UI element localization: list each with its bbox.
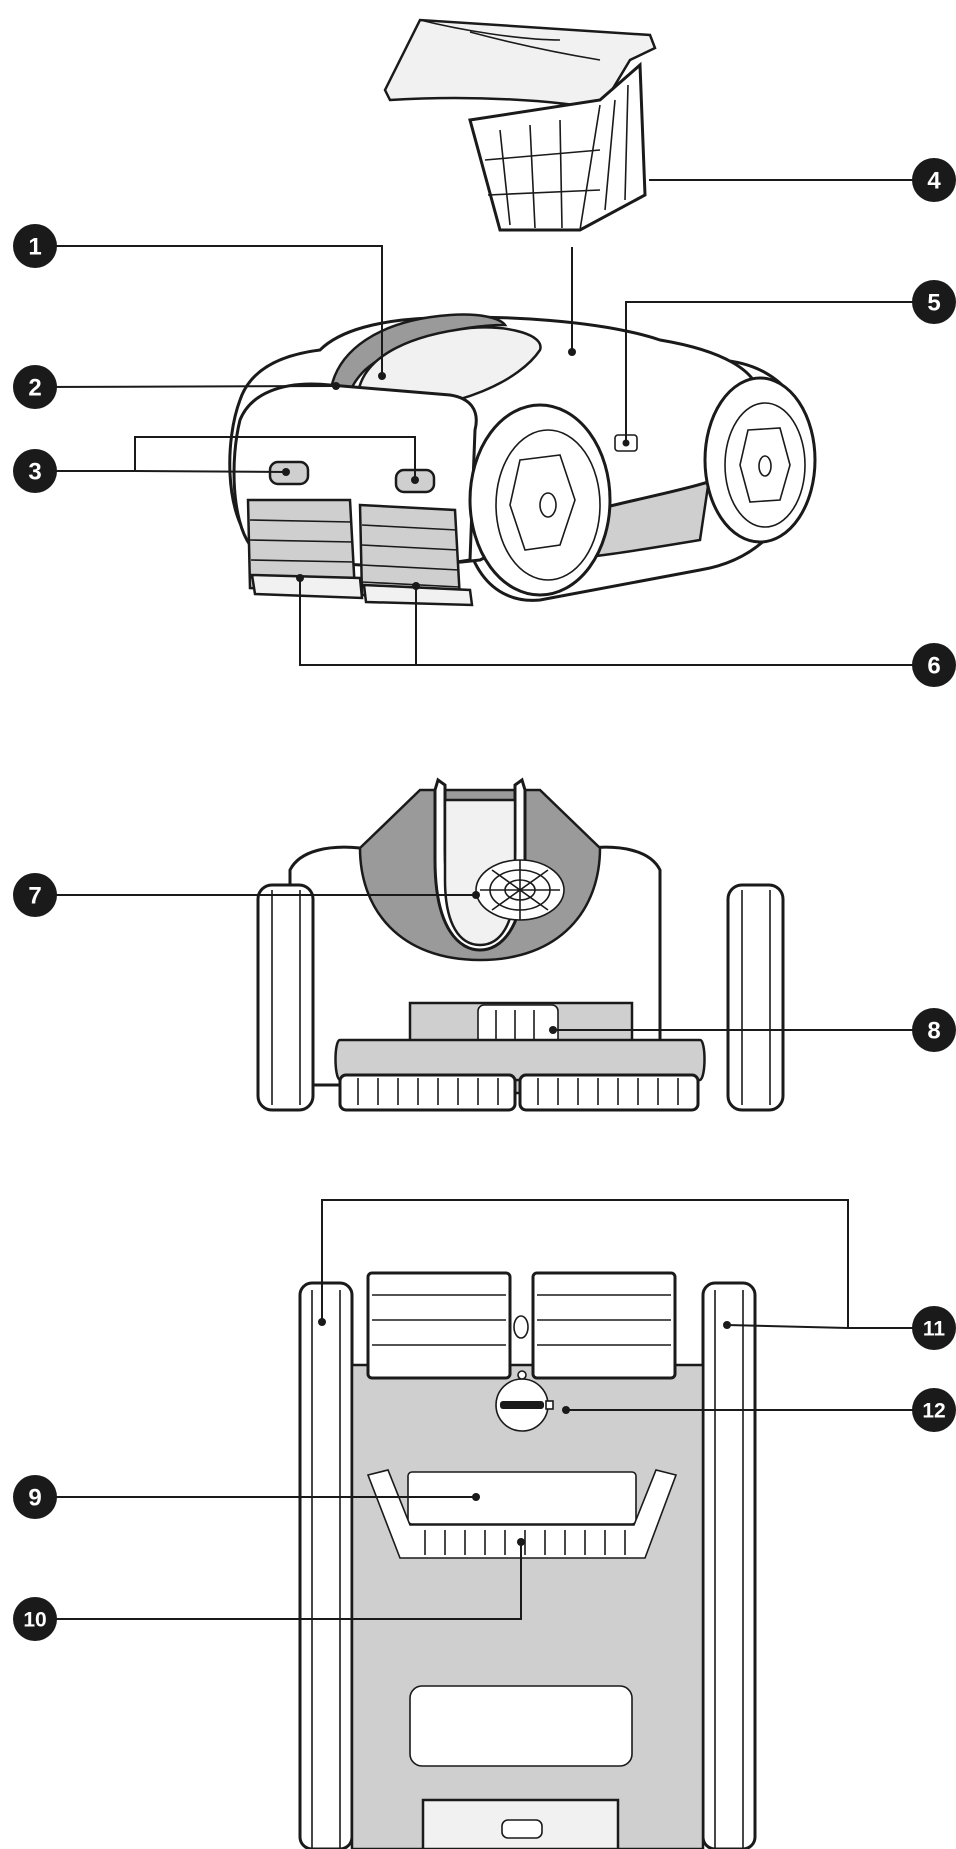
selector-dial (495, 1370, 570, 1432)
callout-label: 12 (922, 1400, 945, 1423)
callout-badge-4: 4 (912, 158, 956, 202)
callout-badge-7: 7 (13, 873, 57, 917)
callout-label: 7 (28, 883, 41, 910)
callout-label: 10 (23, 1609, 46, 1632)
callout-badge-6: 6 (912, 643, 956, 687)
callout-label: 3 (28, 459, 41, 486)
callout-badge-5: 5 (912, 280, 956, 324)
callout-badge-11: 11 (912, 1306, 956, 1350)
callout-badge-1: 1 (13, 224, 57, 268)
callout-label: 8 (927, 1018, 940, 1045)
callout-label: 4 (927, 168, 941, 195)
front-wheel (468, 403, 612, 597)
fan-grill (472, 859, 565, 921)
callout-label: 5 (927, 290, 940, 317)
callout-lines (36, 179, 919, 1620)
callout-badges: 1 2 3 4 5 6 7 8 (13, 158, 956, 1641)
filter-basket (383, 18, 657, 232)
handle (328, 313, 508, 411)
right-track-bottom (701, 1281, 757, 1849)
callout-badge-8: 8 (912, 1008, 956, 1052)
bottom-view (298, 1271, 757, 1849)
perspective-view (228, 18, 817, 607)
front-view (256, 777, 785, 1112)
callout-badge-2: 2 (13, 365, 57, 409)
callout-label: 2 (28, 375, 41, 402)
left-track (298, 1281, 354, 1849)
callout-badge-3: 3 (13, 449, 57, 493)
callout-label: 9 (28, 1485, 41, 1512)
callout-label: 1 (28, 234, 41, 261)
callout-badge-10: 10 (13, 1597, 57, 1641)
callout-label: 11 (923, 1318, 946, 1341)
front-brushes (246, 498, 474, 607)
callout-badge-12: 12 (912, 1388, 956, 1432)
callout-badge-9: 9 (13, 1475, 57, 1519)
callout-label: 6 (927, 653, 940, 680)
bottom-plate (350, 1363, 705, 1849)
rear-wheel (703, 376, 817, 544)
